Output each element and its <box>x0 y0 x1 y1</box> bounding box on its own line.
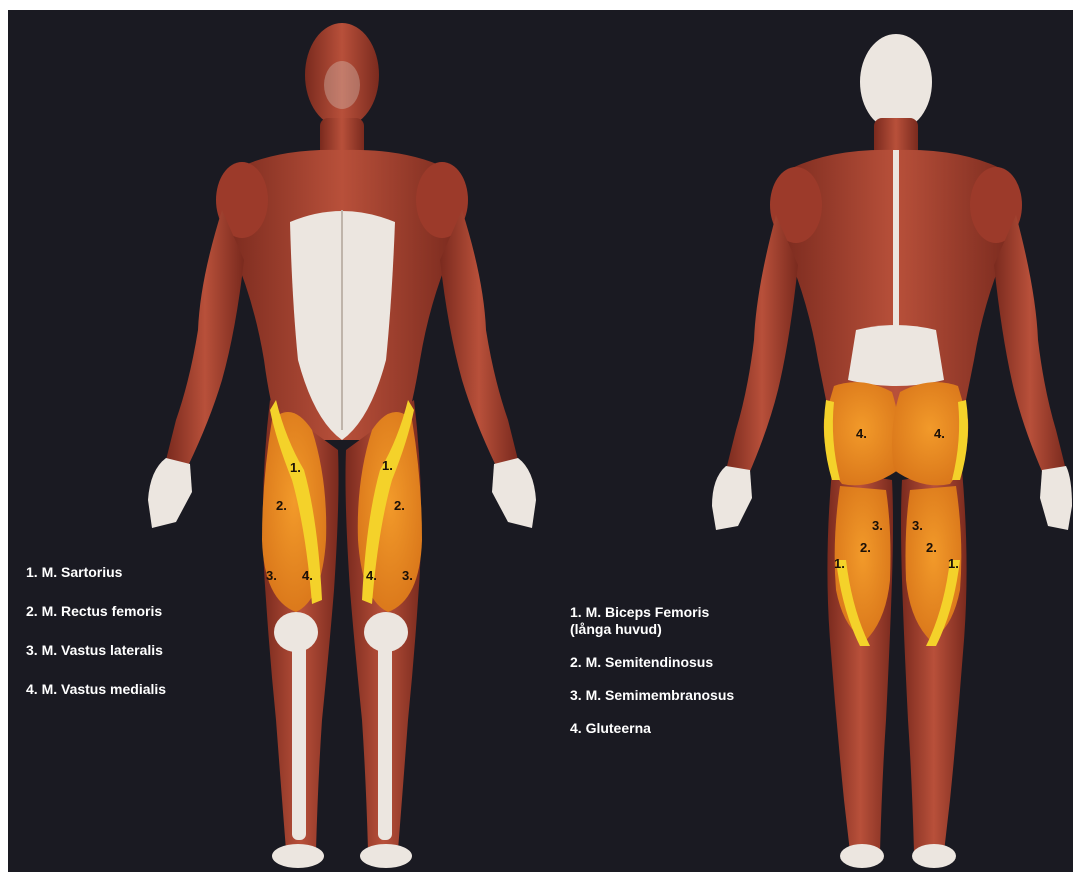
front-label-2-right: 2. <box>394 498 405 513</box>
front-legend-item-4: 4. M. Vastus medialis <box>26 681 166 698</box>
front-label-4-left: 4. <box>302 568 313 583</box>
back-label-2-left: 2. <box>860 540 871 555</box>
front-muscle-legend: 1. M. Sartorius 2. M. Rectus femoris 3. … <box>26 564 166 698</box>
back-legend-item-4: 4. Gluteerna <box>570 720 734 737</box>
front-label-1-left: 1. <box>290 460 301 475</box>
back-legend-item-1: 1. M. Biceps Femoris <box>570 604 734 621</box>
front-shin-left <box>292 640 306 840</box>
back-muscle-legend: 1. M. Biceps Femoris (långa huvud) 2. M.… <box>570 604 734 737</box>
back-label-4-right: 4. <box>934 426 945 441</box>
front-knee-right <box>364 612 408 652</box>
back-legend-item-1-sub: (långa huvud) <box>570 621 734 638</box>
back-label-1-right: 1. <box>948 556 959 571</box>
back-label-1-left: 1. <box>834 556 845 571</box>
front-foot-left <box>272 844 324 868</box>
back-label-3-right: 3. <box>912 518 923 533</box>
back-label-2-right: 2. <box>926 540 937 555</box>
front-label-3-left: 3. <box>266 568 277 583</box>
front-legend-item-3: 3. M. Vastus lateralis <box>26 642 166 659</box>
front-label-1-right: 1. <box>382 458 393 473</box>
front-label-4-right: 4. <box>366 568 377 583</box>
front-foot-right <box>360 844 412 868</box>
front-face-mask <box>324 61 360 109</box>
back-head <box>860 34 932 130</box>
back-heel-right <box>912 844 956 868</box>
back-legend-item-3: 3. M. Semimembranosus <box>570 687 734 704</box>
back-legend-item-2: 2. M. Semitendinosus <box>570 654 734 671</box>
front-legend-item-2: 2. M. Rectus femoris <box>26 603 166 620</box>
front-legend-item-1: 1. M. Sartorius <box>26 564 166 581</box>
back-label-4-left: 4. <box>856 426 867 441</box>
back-heel-left <box>840 844 884 868</box>
front-shin-right <box>378 640 392 840</box>
back-lumbar-fascia <box>848 325 944 386</box>
front-knee-left <box>274 612 318 652</box>
front-label-3-right: 3. <box>402 568 413 583</box>
front-label-2-left: 2. <box>276 498 287 513</box>
back-label-3-left: 3. <box>872 518 883 533</box>
